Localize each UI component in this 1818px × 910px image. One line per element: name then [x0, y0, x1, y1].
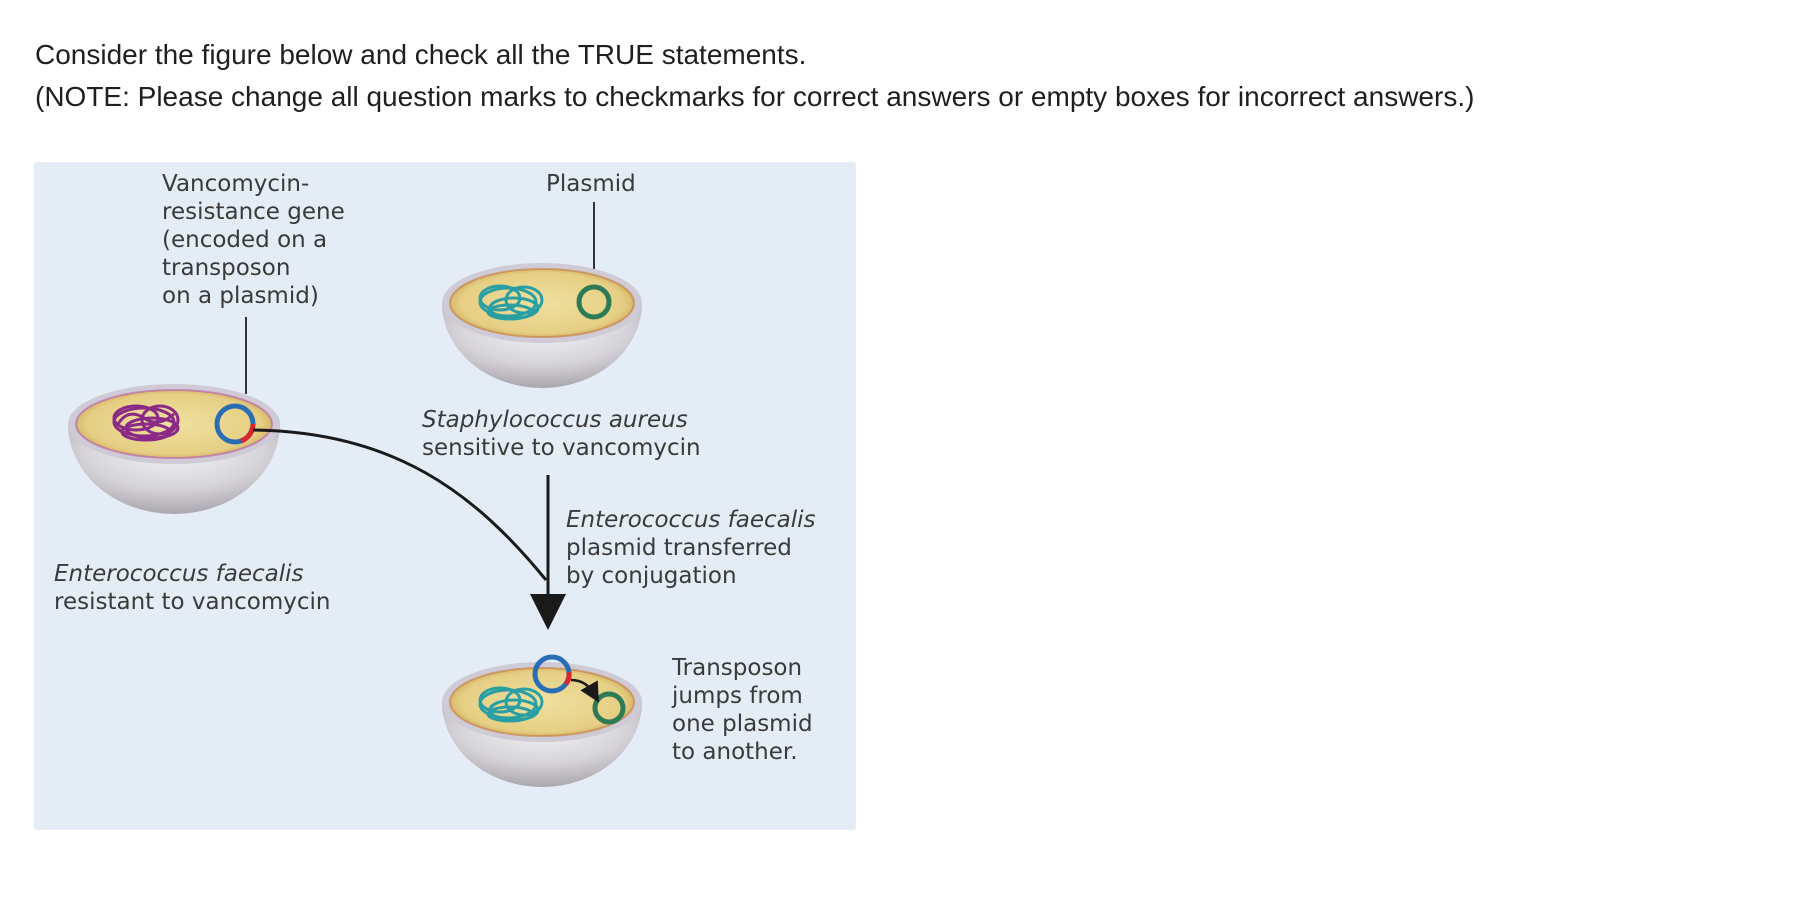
label-s-aureus: Staphylococcus aureus sensitive to vanco… — [422, 407, 701, 461]
instruction-line-2: (NOTE: Please change all question marks … — [35, 81, 1475, 112]
label-vanco-gene: Vancomycin- resistance gene (encoded on … — [162, 171, 345, 309]
e-faecalis-cell — [68, 384, 280, 514]
label-e-faecalis: Enterococcus faecalis resistant to vanco… — [54, 561, 331, 615]
conjugation-curved-line — [252, 428, 548, 581]
instruction-line-1: Consider the figure below and check all … — [35, 39, 807, 70]
resistance-gene-segment — [239, 423, 256, 444]
transposon-jump-arrow — [570, 678, 599, 703]
e-faecalis-chromosome — [112, 404, 180, 442]
conjugation-figure: Vancomycin- resistance gene (encoded on … — [34, 162, 856, 830]
s-aureus-plasmid — [576, 284, 612, 320]
s-aureus-cell — [442, 263, 642, 388]
instructions: Consider the figure below and check all … — [35, 34, 1474, 118]
figure-drawing — [68, 202, 642, 787]
label-conjugation: Enterococcus faecalis plasmid transferre… — [566, 507, 816, 589]
label-plasmid: Plasmid — [546, 171, 636, 197]
recipient-cell — [442, 654, 642, 787]
s-aureus-chromosome — [478, 284, 544, 321]
recipient-chromosome — [478, 686, 544, 723]
label-transposon-jump: Transposon jumps from one plasmid to ano… — [672, 655, 813, 765]
recipient-plasmid — [592, 691, 626, 725]
resistance-plasmid — [214, 403, 256, 445]
transferred-resistance-plasmid — [532, 654, 572, 694]
